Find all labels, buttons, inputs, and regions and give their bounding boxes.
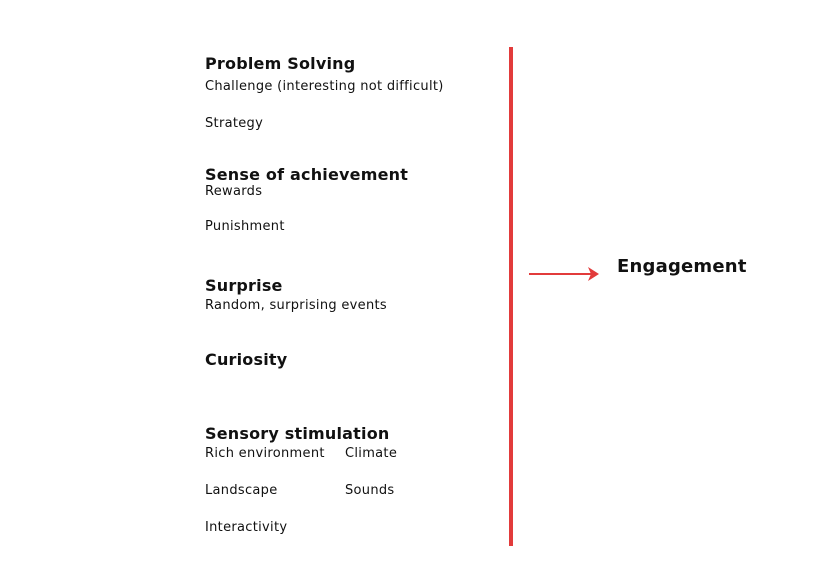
vertical-divider: [509, 47, 513, 546]
heading-surprise: Surprise: [205, 276, 283, 295]
heading-problem-solving: Problem Solving: [205, 54, 356, 73]
item-challenge: Challenge (interesting not difficult): [205, 79, 444, 94]
item-landscape: Landscape: [205, 483, 278, 498]
item-rewards: Rewards: [205, 184, 263, 199]
item-punishment: Punishment: [205, 219, 285, 234]
item-random-events: Random, surprising events: [205, 298, 387, 313]
heading-curiosity: Curiosity: [205, 350, 288, 369]
item-interactivity: Interactivity: [205, 520, 288, 535]
item-strategy: Strategy: [205, 116, 264, 131]
arrow-head: [588, 267, 599, 281]
heading-sensory-stimulation: Sensory stimulation: [205, 424, 390, 443]
item-climate: Climate: [345, 446, 398, 461]
heading-sense-of-achievement: Sense of achievement: [205, 165, 409, 184]
item-rich-environment: Rich environment: [205, 446, 325, 461]
item-sounds: Sounds: [345, 483, 395, 498]
arrow-right-icon: [529, 267, 599, 281]
outcome-label: Engagement: [617, 256, 747, 277]
